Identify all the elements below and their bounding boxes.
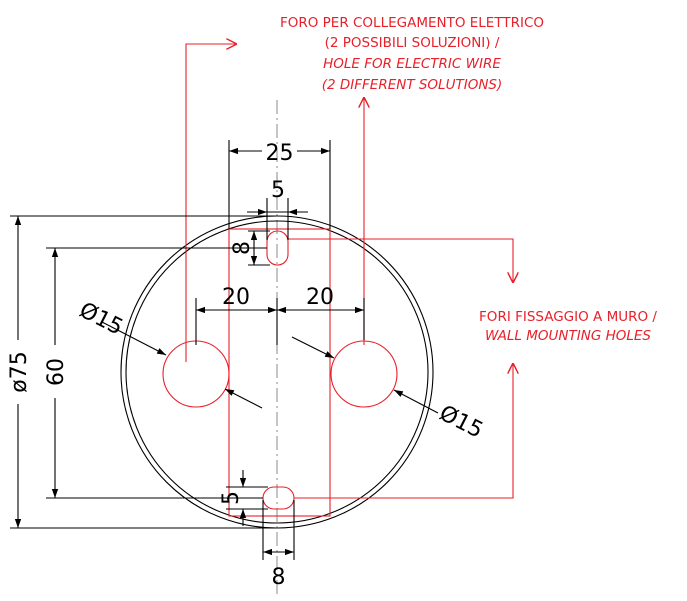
- dimension-60: 60: [44, 247, 267, 499]
- dimension-label-5-bottom: 5: [219, 491, 244, 505]
- left-wire-hole: [162, 340, 230, 408]
- dimension-5-top: 5: [247, 178, 308, 240]
- top-slot-leader: [288, 238, 513, 283]
- dimension-diameter-75: ø75: [7, 215, 277, 529]
- dimension-label-diameter-75: ø75: [7, 351, 32, 392]
- bottom-slot-leader: [294, 363, 513, 499]
- left-hole-leader: [185, 44, 237, 362]
- dimension-20-right: 20: [277, 285, 365, 340]
- dimension-label-5-top: 5: [271, 178, 285, 203]
- wire-hole-note-line-1: FORO PER COLLEGAMENTO ELETTRICO: [280, 15, 544, 31]
- dimension-label-60: 60: [44, 358, 69, 386]
- back-plate-rectangle: [228, 228, 331, 517]
- dimension-25: 25: [228, 140, 331, 229]
- wire-hole-note-line-4: (2 DIFFERENT SOLUTIONS): [322, 77, 503, 93]
- red-features: [162, 228, 398, 517]
- mounting-holes-note-line-2: WALL MOUNTING HOLES: [485, 328, 651, 344]
- dimension-label-diameter-15-left: Ø15: [75, 298, 127, 341]
- wire-hole-note-line-2: (2 POSSIBILI SOLUZIONI) /: [325, 35, 500, 51]
- dimension-5-bottom: 5: [219, 470, 268, 526]
- right-wire-hole: [330, 340, 398, 408]
- mounting-holes-note-line-1: FORI FISSAGGIO A MURO /: [479, 309, 657, 325]
- dimension-label-8-bottom: 8: [272, 565, 286, 590]
- bottom-mounting-slot: [262, 486, 295, 510]
- wire-hole-note-line-3: HOLE FOR ELECTRIC WIRE: [323, 56, 501, 72]
- dimension-label-diameter-15-right: Ø15: [435, 401, 487, 444]
- wire-hole-annotation: FORO PER COLLEGAMENTO ELETTRICO (2 POSSI…: [280, 15, 544, 93]
- dimension-20-left: 20: [195, 285, 278, 345]
- dimension-8-bottom: 8: [262, 500, 295, 590]
- dimension-label-20-left: 20: [222, 285, 250, 310]
- mounting-holes-annotation: FORI FISSAGGIO A MURO / WALL MOUNTING HO…: [479, 309, 657, 344]
- dimension-label-25: 25: [266, 141, 294, 166]
- dimension-label-20-right: 20: [306, 285, 334, 310]
